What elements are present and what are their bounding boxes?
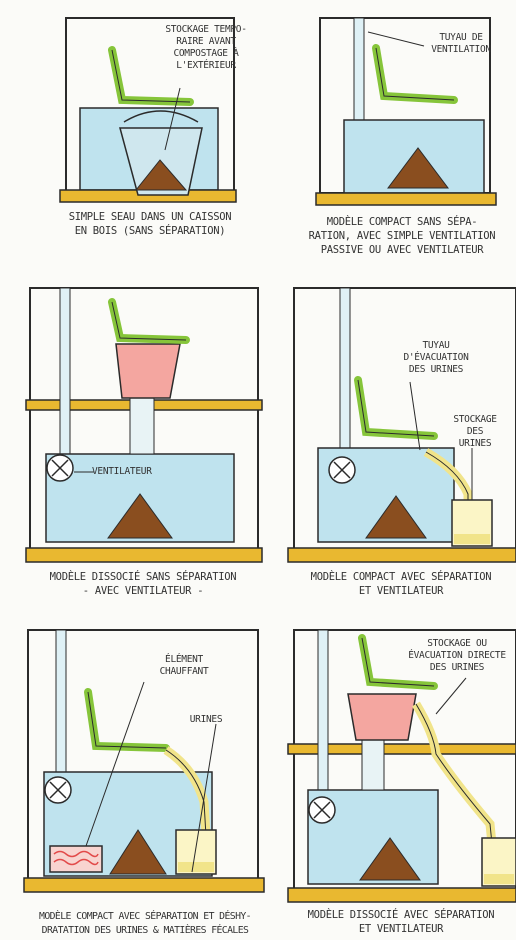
note-urine: URINES	[166, 714, 246, 726]
panel-dissociated-separation: STOCKAGE OU ÉVACUATION DIRECTE DES URINE…	[286, 624, 516, 940]
caption-panel-6: MODÈLE DISSOCIÉ AVEC SÉPARATION ET VENTI…	[286, 908, 516, 936]
note-ventilation-pipe: TUYAU DE VENTILATION	[416, 32, 506, 56]
note-urine-storage: STOCKAGE DES URINES	[436, 414, 514, 450]
drop-chute	[362, 738, 384, 790]
caption-panel-2: MODÈLE COMPACT SANS SÉPA- RATION, AVEC S…	[288, 215, 516, 257]
note-urine-storage-or-drain: STOCKAGE OU ÉVACUATION DIRECTE DES URINE…	[398, 638, 516, 674]
caption-panel-3: MODÈLE DISSOCIÉ SANS SÉPARATION - AVEC V…	[18, 570, 268, 598]
ventilation-pipe	[354, 18, 364, 123]
floor-plank	[24, 878, 264, 892]
toilet-seat	[358, 380, 434, 436]
caption-panel-1: SIMPLE SEAU DANS UN CAISSON EN BOIS (SAN…	[40, 210, 260, 238]
panel-simple-bucket: STOCKAGE TEMPO- RAIRE AVANT COMPOSTAGE À…	[40, 10, 260, 260]
toilet-seat-outline	[358, 380, 434, 436]
urine-level	[484, 874, 514, 884]
caption-panel-5: MODÈLE COMPACT AVEC SÉPARATION ET DÉSHY-…	[16, 910, 274, 938]
urine-level	[178, 862, 214, 872]
caption-panel-4: MODÈLE COMPACT AVEC SÉPARATION ET VENTIL…	[286, 570, 516, 598]
panel-dissociated-no-separation: VENTILATEUR MODÈLE DISSOCIÉ SANS SÉPARAT…	[18, 282, 268, 602]
toilet-bowl	[348, 694, 416, 740]
lower-floor	[26, 548, 262, 562]
toilet-seat	[88, 692, 166, 748]
floor-plank	[288, 548, 516, 562]
panel-compact-dehydration: ÉLÉMENT CHAUFFANT URINES MODÈLE COMPACT …	[16, 624, 274, 940]
toilet-bowl	[116, 344, 180, 398]
note-temporary-storage: STOCKAGE TEMPO- RAIRE AVANT COMPOSTAGE À…	[156, 24, 256, 72]
lower-floor	[288, 888, 516, 902]
ventilation-pipe	[318, 630, 328, 800]
panel-compact-no-separation: TUYAU DE VENTILATION MODÈLE COMPACT SANS…	[288, 10, 516, 270]
ventilation-pipe	[56, 630, 66, 790]
panel-compact-separation: TUYAU D'ÉVACUATION DES URINES STOCKAGE D…	[286, 282, 516, 602]
toilet-seat	[112, 302, 186, 340]
note-heating-element: ÉLÉMENT CHAUFFANT	[134, 654, 234, 678]
ventilation-pipe	[340, 288, 350, 464]
ventilation-pipe	[60, 288, 70, 468]
urine-level	[454, 534, 490, 544]
toilet-seat-outline	[88, 692, 166, 748]
note-urine-pipe: TUYAU D'ÉVACUATION DES URINES	[386, 340, 486, 376]
leader-line-pipe	[410, 382, 420, 450]
leader-line	[436, 678, 466, 714]
floor-plank	[316, 193, 496, 205]
panel-3-drawing	[18, 282, 268, 602]
heating-element	[50, 846, 102, 872]
drop-chute	[130, 398, 154, 454]
note-fan: VENTILATEUR	[92, 466, 182, 478]
